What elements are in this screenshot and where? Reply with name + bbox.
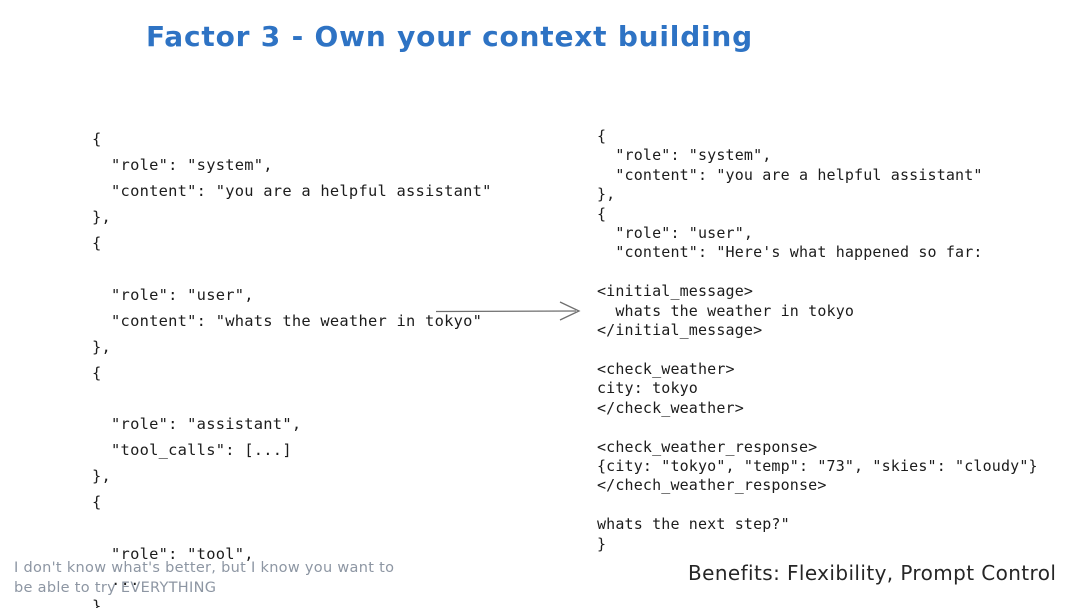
code-block-standard-messages: { "role": "system", "content": "you are …: [92, 130, 492, 608]
arrow-shaft: [435, 310, 577, 313]
note-left-caption: I don't know what's better, but I know y…: [14, 560, 395, 596]
arrow-head: [559, 301, 581, 321]
code-block-custom-context: { "role": "system", "content": "you are …: [597, 127, 1038, 553]
transformation-arrow-icon: [435, 301, 581, 321]
note-right-benefits: Benefits: Flexibility, Prompt Control: [688, 561, 1057, 585]
page-title: Factor 3 - Own your context building: [146, 20, 754, 53]
